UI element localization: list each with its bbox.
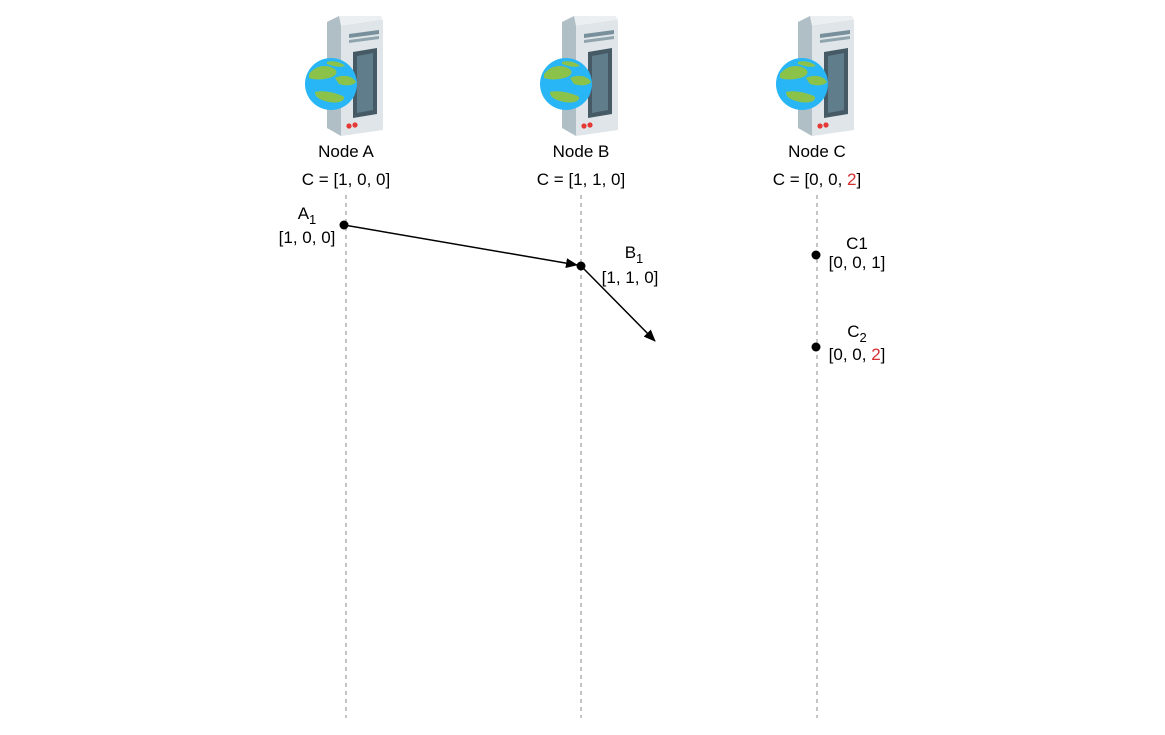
node-b-name: Node B (553, 142, 610, 161)
node-b-clock: C = [1, 1, 0] (537, 170, 625, 189)
bracket-close: ] (620, 170, 625, 189)
vector-component: 0 (321, 228, 330, 247)
event-subscript: 1 (309, 212, 316, 227)
event-c2-vector: [0, 0, 2] (829, 345, 886, 364)
event-c1-vector: [0, 0, 1] (829, 253, 886, 272)
bracket-close: ] (881, 345, 886, 364)
separator: , (843, 253, 852, 272)
vector-component: 1 (625, 268, 634, 287)
vector-component: 0 (357, 170, 366, 189)
highlighted-component: 2 (847, 170, 856, 189)
event-subscript: 2 (860, 330, 867, 345)
event-name: C1 (846, 234, 868, 253)
clock-prefix: C = (302, 170, 334, 189)
event-c2-dot (811, 342, 821, 352)
node-b-server-icon (540, 16, 618, 136)
bracket-open: [ (333, 170, 338, 189)
vector-component: 0 (611, 170, 620, 189)
vector-component: 1 (338, 170, 347, 189)
highlighted-component: 2 (871, 345, 880, 364)
bracket-close: ] (881, 253, 886, 272)
vector-component: 0 (376, 170, 385, 189)
vector-component: 0 (833, 253, 842, 272)
vector-component: 1 (573, 170, 582, 189)
separator: , (862, 345, 871, 364)
vector-component: 1 (283, 228, 292, 247)
bracket-close: ] (385, 170, 390, 189)
message-b1-outgoing (582, 267, 656, 342)
event-b1-dot (576, 261, 586, 271)
separator: , (583, 170, 592, 189)
vector-component: 0 (852, 345, 861, 364)
vector-component: 1 (871, 253, 880, 272)
event-a1-label: A1 (298, 204, 317, 227)
node-a-clock: C = [1, 0, 0] (302, 170, 390, 189)
separator: , (843, 345, 852, 364)
event-subscript: 1 (636, 251, 643, 266)
separator: , (312, 228, 321, 247)
vector-component: 0 (828, 170, 837, 189)
event-c2-label: C2 (847, 322, 867, 345)
vector-component: 0 (644, 268, 653, 287)
node-a-server-icon (305, 16, 383, 136)
separator: , (348, 170, 357, 189)
bracket-open: [ (602, 268, 607, 287)
message-a1-to-b1 (343, 224, 578, 269)
separator: , (635, 268, 644, 287)
separator: , (602, 170, 611, 189)
event-name: A (298, 204, 310, 223)
bracket-close: ] (331, 228, 336, 247)
bracket-close: ] (856, 170, 861, 189)
node-c-name: Node C (788, 142, 846, 161)
separator: , (367, 170, 376, 189)
clock-prefix: C = (537, 170, 569, 189)
vector-component: 1 (592, 170, 601, 189)
node-c-clock: C = [0, 0, 2] (773, 170, 861, 189)
separator: , (838, 170, 847, 189)
bracket-open: [ (279, 228, 284, 247)
event-b1-vector: [1, 1, 0] (602, 268, 659, 287)
bracket-close: ] (654, 268, 659, 287)
separator: , (293, 228, 302, 247)
event-a1-dot (339, 220, 349, 230)
node-a-name: Node A (318, 142, 374, 161)
separator: , (862, 253, 871, 272)
bracket-open: [ (804, 170, 809, 189)
separator: , (616, 268, 625, 287)
node-c-server-icon (776, 16, 854, 136)
event-name: C (847, 322, 859, 341)
vector-component: 0 (833, 345, 842, 364)
separator: , (819, 170, 828, 189)
vector-component: 0 (809, 170, 818, 189)
bracket-open: [ (568, 170, 573, 189)
vector-component: 1 (606, 268, 615, 287)
event-b1-label: B1 (625, 243, 644, 266)
event-c1-dot (811, 250, 821, 260)
vector-component: 0 (302, 228, 311, 247)
clock-prefix: C = (773, 170, 805, 189)
event-name: B (625, 243, 636, 262)
bracket-open: [ (829, 253, 834, 272)
bracket-open: [ (829, 345, 834, 364)
event-c1-label: C1 (846, 234, 868, 253)
vector-component: 0 (852, 253, 861, 272)
event-a1-vector: [1, 0, 0] (279, 228, 336, 247)
